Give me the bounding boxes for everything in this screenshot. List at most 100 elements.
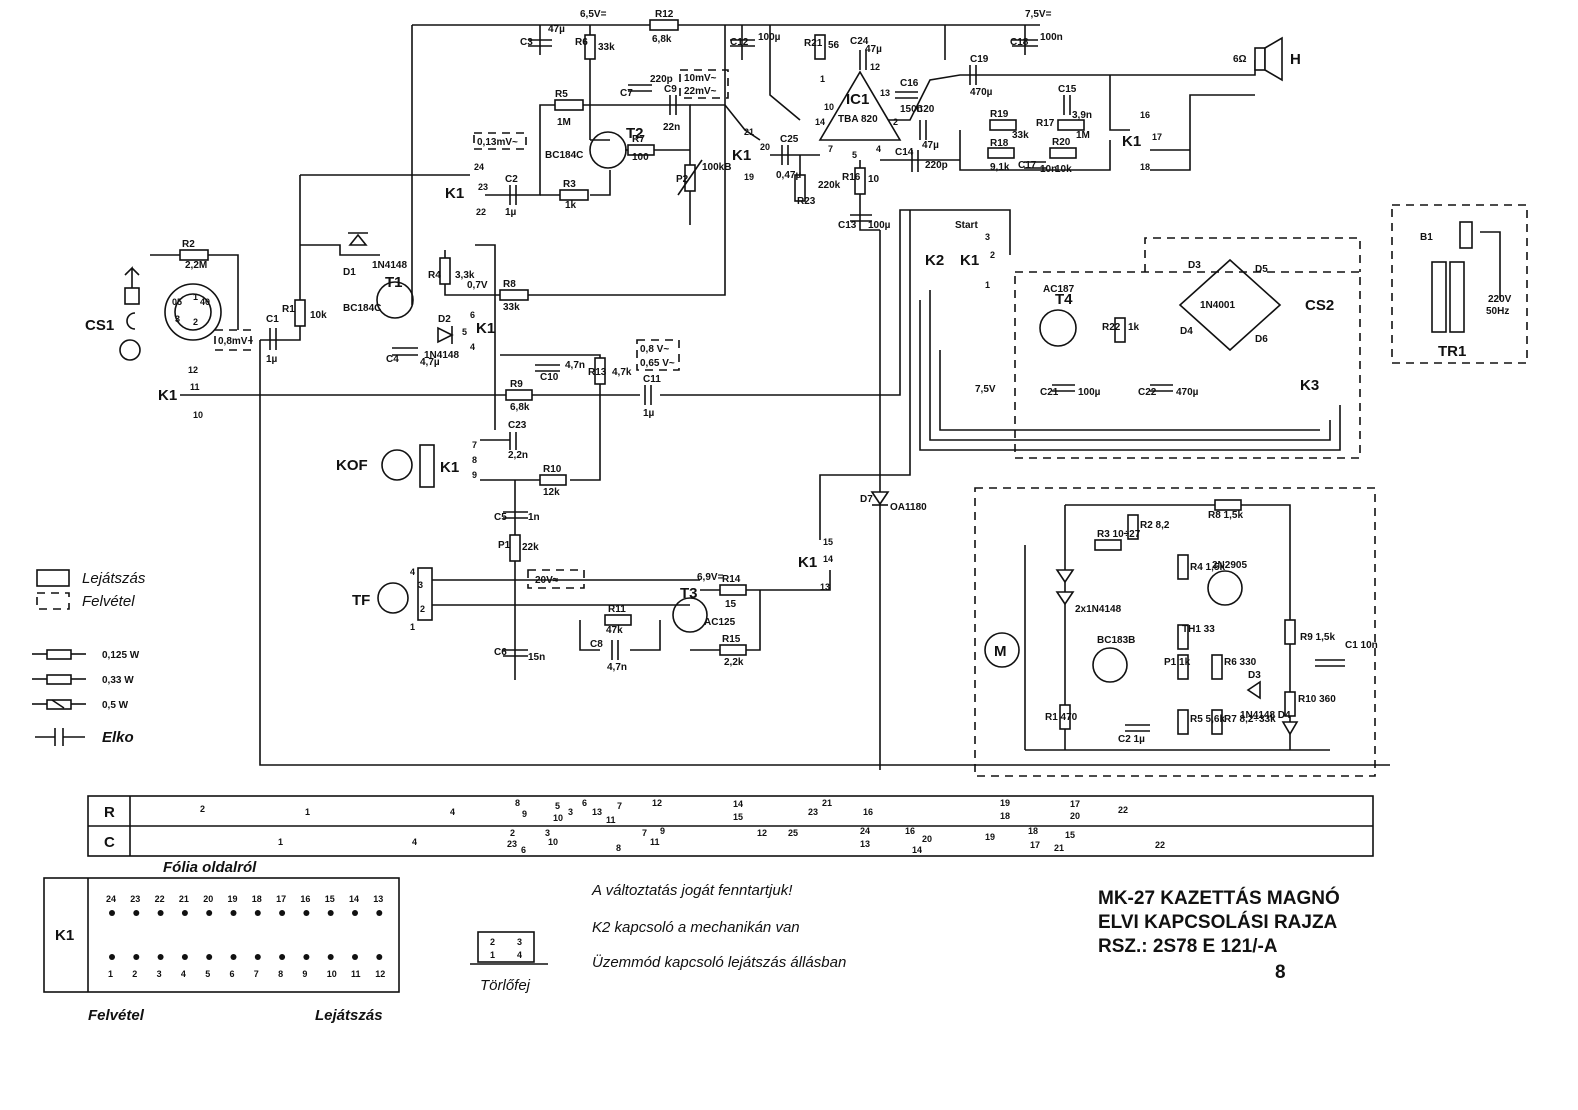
k1-top-number: 21 bbox=[179, 894, 189, 904]
switch-c-cell: 10 bbox=[548, 837, 558, 847]
k1-contact-dot bbox=[206, 954, 213, 960]
p2-value: 100kB bbox=[702, 162, 731, 173]
switch-c-cell: 21 bbox=[1054, 843, 1064, 853]
motor-r10: R10 360 bbox=[1298, 694, 1336, 705]
svg-text:K1: K1 bbox=[798, 554, 817, 571]
svg-text:16: 16 bbox=[1140, 110, 1150, 120]
svg-text:5: 5 bbox=[462, 327, 467, 337]
c5-value: 1n bbox=[528, 512, 540, 523]
c18-value: 100n bbox=[1040, 32, 1063, 43]
c3-value: 47µ bbox=[548, 24, 565, 35]
switch-c-cell: 14 bbox=[912, 845, 922, 855]
svg-text:10: 10 bbox=[193, 410, 203, 420]
svg-text:22: 22 bbox=[476, 207, 486, 217]
r7-value: 100 bbox=[632, 152, 649, 163]
switch-c-cell: 12 bbox=[757, 828, 767, 838]
switch-c-cell: 1 bbox=[278, 837, 283, 847]
c11-value: 1µ bbox=[643, 408, 655, 419]
level-6v5: 6,5V= bbox=[580, 9, 607, 20]
r9-name: R9 bbox=[510, 379, 523, 390]
r12-name: R12 bbox=[655, 9, 674, 20]
wiring bbox=[180, 24, 1390, 770]
motor-c1: C1 10n bbox=[1345, 640, 1378, 651]
svg-text:K1: K1 bbox=[445, 185, 464, 202]
c23-name: C23 bbox=[508, 420, 527, 431]
note-2: K2 kapcsoló a mechanikán van bbox=[592, 919, 800, 936]
switch-r-cell: 5 bbox=[555, 801, 560, 811]
motor-r9: R9 1,5k bbox=[1300, 632, 1335, 643]
k1-top-number: 24 bbox=[106, 894, 116, 904]
motor-c2: C2 1µ bbox=[1118, 734, 1145, 745]
k1-top-number: 22 bbox=[155, 894, 165, 904]
c20-value: 47µ bbox=[922, 140, 939, 151]
c5-name: C5 bbox=[494, 512, 507, 523]
svg-text:D5: D5 bbox=[1255, 264, 1268, 275]
r13-value: 4,7k bbox=[612, 367, 632, 378]
c6-name: C6 bbox=[494, 647, 507, 658]
k1-contact-dot bbox=[133, 910, 140, 916]
c14-name: C14 bbox=[895, 147, 914, 158]
k1-contact-dot bbox=[303, 910, 310, 916]
c3-name: C3 bbox=[520, 37, 533, 48]
svg-text:3: 3 bbox=[175, 314, 180, 324]
r16-value: 10 bbox=[868, 174, 880, 185]
k1-contact-dot bbox=[133, 954, 140, 960]
c12-name: C12 bbox=[730, 37, 749, 48]
level-0v7: 0,7V bbox=[467, 280, 488, 291]
svg-text:T3: T3 bbox=[680, 585, 698, 602]
c4-name: C4 bbox=[386, 354, 399, 365]
speaker-impedance: 6Ω bbox=[1233, 54, 1247, 65]
c25-name: C25 bbox=[780, 134, 799, 145]
r18-value: 9,1k bbox=[990, 162, 1010, 173]
level-0-8v: 0,8 V~ bbox=[640, 344, 669, 355]
svg-text:D7: D7 bbox=[860, 494, 873, 505]
switch-c-cell: 6 bbox=[521, 845, 526, 855]
c22-name: C22 bbox=[1138, 387, 1157, 398]
battery-7v5: 7,5V bbox=[975, 384, 996, 395]
c25-value: 0,47µ bbox=[776, 170, 801, 181]
c22-value: 470µ bbox=[1176, 387, 1199, 398]
svg-text:2: 2 bbox=[990, 250, 995, 260]
svg-text:3: 3 bbox=[418, 580, 423, 590]
motor-d3: D3 bbox=[1248, 670, 1261, 681]
r5-name: R5 bbox=[555, 89, 568, 100]
switch-c-cell: 13 bbox=[860, 839, 870, 849]
svg-text:6: 6 bbox=[470, 310, 475, 320]
r20-value: 10k bbox=[1055, 164, 1072, 175]
r23-value: 220k bbox=[818, 180, 841, 191]
svg-text:K1: K1 bbox=[732, 147, 751, 164]
switch-c-cell: 22 bbox=[1155, 840, 1165, 850]
svg-text:2: 2 bbox=[420, 604, 425, 614]
k1-table-label: K1 bbox=[55, 927, 74, 944]
k1-bottom-number: 9 bbox=[302, 969, 307, 979]
r19-value: 33k bbox=[1012, 130, 1029, 141]
k1-bottom-number: 4 bbox=[181, 969, 186, 979]
svg-text:T2: T2 bbox=[626, 125, 644, 142]
c13-value: 100µ bbox=[868, 220, 891, 231]
k1-bottom-number: 12 bbox=[375, 969, 385, 979]
svg-text:AC125: AC125 bbox=[704, 617, 736, 628]
switch-c-cell: 25 bbox=[788, 828, 798, 838]
k1-top-number: 14 bbox=[349, 894, 359, 904]
c16-name: C16 bbox=[900, 78, 919, 89]
switch-r-cell: 20 bbox=[1070, 811, 1080, 821]
k1-top-number: 13 bbox=[373, 894, 383, 904]
switch-r-cell: 2 bbox=[200, 804, 205, 814]
svg-text:BC184C: BC184C bbox=[343, 303, 381, 314]
svg-text:D4: D4 bbox=[1180, 326, 1193, 337]
b1-label: B1 bbox=[1420, 232, 1433, 243]
erase-head-label: Törlőfej bbox=[480, 977, 531, 994]
svg-text:BC184C: BC184C bbox=[545, 150, 583, 161]
c20-name: C20 bbox=[916, 104, 935, 115]
switch-r-cell: 1 bbox=[305, 807, 310, 817]
dashed-boxes bbox=[214, 69, 1528, 777]
svg-text:T4: T4 bbox=[1055, 291, 1073, 308]
switch-row-c-label: C bbox=[104, 834, 115, 851]
svg-text:1: 1 bbox=[193, 292, 198, 302]
svg-text:18: 18 bbox=[1140, 162, 1150, 172]
k1-contact-dot bbox=[327, 910, 334, 916]
c19-name: C19 bbox=[970, 54, 989, 65]
level-0-13mv: 0,13mV~ bbox=[477, 137, 518, 148]
